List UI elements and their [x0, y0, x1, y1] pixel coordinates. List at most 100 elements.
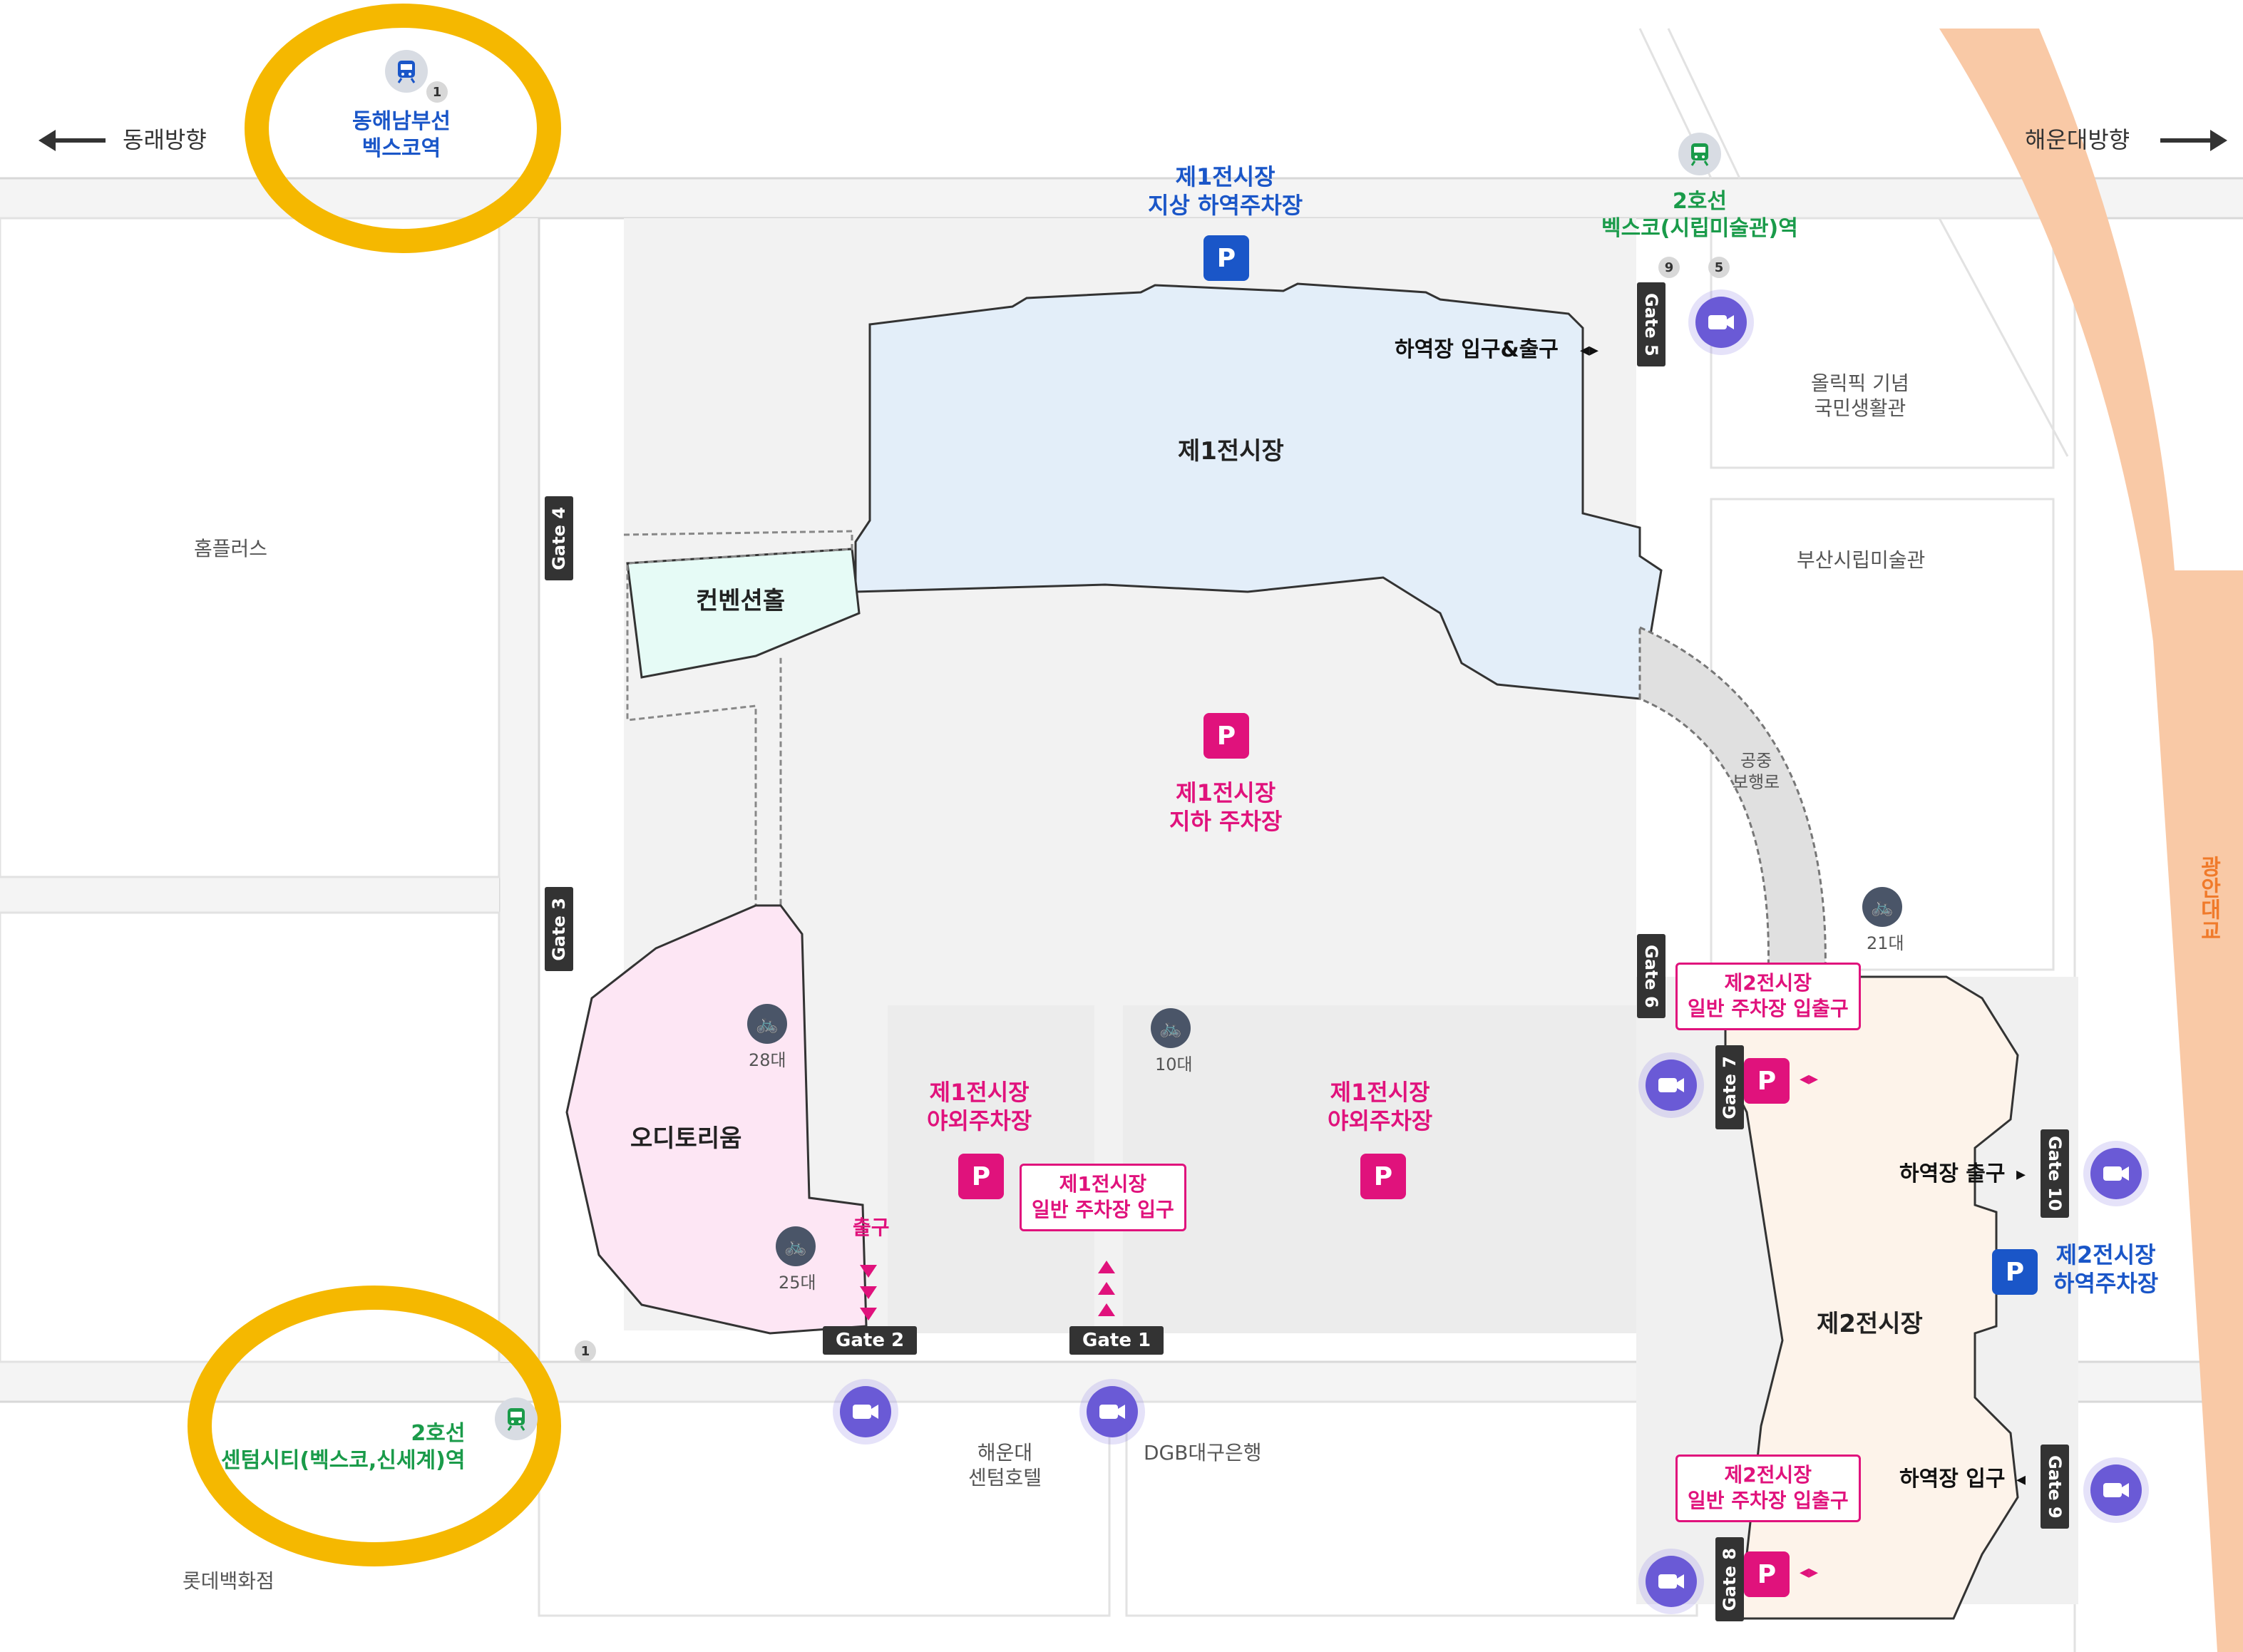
p2-unloading-parking-icon: P: [1992, 1249, 2038, 1295]
bike-rack-10-bicycle-icon: 🚲: [1151, 1008, 1191, 1048]
loading-exit-arrow-icon: ▸: [2016, 1164, 2026, 1185]
exit-5-badge: 5: [1708, 257, 1730, 278]
line2-centum-label[interactable]: 2호선 센텀시티(벡스코,신세계)역: [221, 1420, 465, 1474]
p2-general-entrance-box-bottom: 제2전시장 일반 주차장 입출구: [1675, 1455, 1861, 1522]
line2-centum-line-2: 센텀시티(벡스코,신세계)역: [221, 1447, 466, 1473]
cctv-gate-1-camera-icon[interactable]: [1087, 1386, 1138, 1437]
gate-10-text: Gate 10: [2045, 1136, 2065, 1211]
gate-8-text: Gate 8: [1720, 1547, 1740, 1611]
gate-1-label[interactable]: Gate 1: [1069, 1326, 1164, 1355]
p1-outdoor-right-line-2: 야외주차장: [1328, 1107, 1433, 1134]
cctv-gate-10-camera-icon[interactable]: [2090, 1148, 2142, 1199]
entry-arrow-3-icon: [1098, 1303, 1115, 1316]
gate-10-label[interactable]: Gate 10: [2041, 1129, 2069, 1218]
p2-general-top-line-1: 제2전시장: [1724, 971, 1812, 995]
olympic-line-2: 국민생활관: [1814, 396, 1906, 420]
p1-underground-parking-icon: P: [1203, 713, 1249, 759]
p2-bottom-two-way-arrow-icon: ◂▸: [1800, 1561, 1819, 1583]
p1-surface-parking-icon: P: [1203, 235, 1249, 281]
p1-outdoor-right-line-1: 제1전시장: [1330, 1079, 1430, 1106]
bike-rack-21-bicycle-icon: 🚲: [1862, 887, 1902, 927]
centum-exit-badge: 1: [575, 1340, 596, 1362]
gate-9-label[interactable]: Gate 9: [2041, 1445, 2069, 1529]
p1-general-line-1: 제1전시장: [1059, 1172, 1147, 1196]
p1-underground-line-2: 지하 주차장: [1169, 808, 1283, 835]
loading-two-way-arrow-icon: ◂▸: [1580, 339, 1599, 361]
gate-3-text: Gate 3: [549, 897, 569, 961]
gate-5-text: Gate 5: [1641, 292, 1661, 356]
p2-general-entrance-box-top: 제2전시장 일반 주차장 입출구: [1675, 963, 1861, 1030]
museum-label: 부산시립미술관: [1797, 548, 1926, 572]
cctv-gate-8-camera-icon[interactable]: [1646, 1556, 1697, 1607]
cctv-gate-9-camera-icon[interactable]: [2090, 1464, 2142, 1516]
bike-rack-28-bicycle-icon: 🚲: [747, 1004, 787, 1044]
p1-outdoor-left-line-1: 제1전시장: [929, 1079, 1030, 1106]
convention-hall-label: 컨벤션홀: [696, 587, 786, 615]
line2-centum-train-icon[interactable]: [495, 1397, 538, 1440]
bank-label: DGB대구은행: [1144, 1441, 1262, 1464]
exit-arrow-2-icon: [860, 1286, 877, 1299]
line2-bexco-line-1: 2호선: [1672, 189, 1727, 214]
gate-3-label[interactable]: Gate 3: [545, 887, 573, 971]
line2-bexco-train-icon[interactable]: [1678, 133, 1721, 175]
line2-bexco-label[interactable]: 2호선 벡스코(시립미술관)역: [1601, 188, 1798, 242]
bike-rack-21-count: 21대: [1867, 933, 1904, 953]
cctv-gate-5-camera-icon[interactable]: [1695, 297, 1747, 348]
skywalk-line-1: 공중: [1740, 751, 1772, 771]
exit-9-badge: 9: [1658, 257, 1680, 278]
donghae-station-label[interactable]: 동해남부선 벡스코역: [352, 108, 451, 162]
gate-6-text: Gate 6: [1641, 944, 1661, 1008]
p1-outdoor-left-parking-icon: P: [958, 1154, 1004, 1199]
gate-2-label[interactable]: Gate 2: [823, 1326, 918, 1355]
gate-5-label[interactable]: Gate 5: [1637, 282, 1665, 366]
river-bridge-label: 광안대교: [2196, 856, 2221, 941]
auditorium-label: 오디토리움: [630, 1124, 742, 1153]
hotel-label: 해운대 센텀호텔: [968, 1440, 1042, 1490]
skywalk-line-2: 보행로: [1733, 772, 1780, 792]
p1-outdoor-label-right: 제1전시장 야외주차장: [1328, 1078, 1432, 1135]
cctv-gate-2-camera-icon[interactable]: [840, 1386, 891, 1437]
direction-west-label: 동래방향: [123, 126, 207, 153]
gate-4-label[interactable]: Gate 4: [545, 496, 573, 580]
p2-top-two-way-arrow-icon: ◂▸: [1800, 1068, 1819, 1089]
bike-rack-25-bicycle-icon: 🚲: [776, 1226, 816, 1266]
exit-arrow-3-icon: [860, 1308, 877, 1320]
donghae-exit-badge: 1: [426, 81, 448, 103]
exit-arrow-1-icon: [860, 1265, 877, 1278]
loading-exit-label: 하역장 출구: [1899, 1161, 2006, 1186]
p1-outdoor-label-left: 제1전시장 야외주차장: [927, 1078, 1032, 1135]
bike-rack-10-count: 10대: [1155, 1055, 1193, 1074]
gate-8-label[interactable]: Gate 8: [1715, 1537, 1744, 1621]
olympic-line-1: 올릭픽 기념: [1811, 371, 1909, 395]
p2-unloading-line-2: 하역주차장: [2053, 1270, 2159, 1297]
p2-general-bottom-parking-icon: P: [1744, 1551, 1790, 1597]
homeplus-label: 홈플러스: [194, 537, 268, 560]
hotel-line-1: 해운대: [977, 1441, 1033, 1464]
p2-general-top-parking-icon: P: [1744, 1058, 1790, 1104]
p2-unloading-label: 제2전시장 하역주차장: [2053, 1241, 2158, 1298]
loading-entry-label: 하역장 입구: [1899, 1467, 2006, 1492]
p2-general-bottom-line-1: 제2전시장: [1724, 1463, 1812, 1487]
exhibition-hall-2-label: 제2전시장: [1817, 1310, 1923, 1338]
entry-arrow-1-icon: [1098, 1261, 1115, 1273]
donghae-line-1: 동해남부선: [352, 109, 451, 134]
p1-general-entrance-box: 제1전시장 일반 주차장 입구: [1020, 1164, 1186, 1231]
auditorium-exit-label: 출구: [853, 1216, 890, 1239]
line2-bexco-line-2: 벡스코(시립미술관)역: [1601, 215, 1798, 241]
bike-rack-25-count: 25대: [779, 1273, 816, 1293]
cctv-gate-7-camera-icon[interactable]: [1646, 1060, 1697, 1111]
p1-underground-label: 제1전시장 지하 주차장: [1169, 779, 1282, 836]
p2-general-bottom-line-2: 일반 주차장 입출구: [1688, 1489, 1849, 1513]
gate-4-text: Gate 4: [549, 506, 569, 570]
gate-7-label[interactable]: Gate 7: [1715, 1045, 1744, 1129]
p2-unloading-line-1: 제2전시장: [2055, 1241, 2156, 1268]
p1-outdoor-right-parking-icon: P: [1360, 1154, 1406, 1199]
p2-general-top-line-2: 일반 주차장 입출구: [1688, 997, 1849, 1021]
gate-6-label[interactable]: Gate 6: [1637, 934, 1665, 1018]
gate-7-text: Gate 7: [1720, 1055, 1740, 1119]
p1-general-line-2: 일반 주차장 입구: [1032, 1198, 1174, 1222]
donghae-station-train-icon[interactable]: [385, 50, 428, 93]
skywalk-label: 공중 보행로: [1733, 750, 1780, 793]
hotel-line-2: 센텀호텔: [968, 1466, 1042, 1489]
